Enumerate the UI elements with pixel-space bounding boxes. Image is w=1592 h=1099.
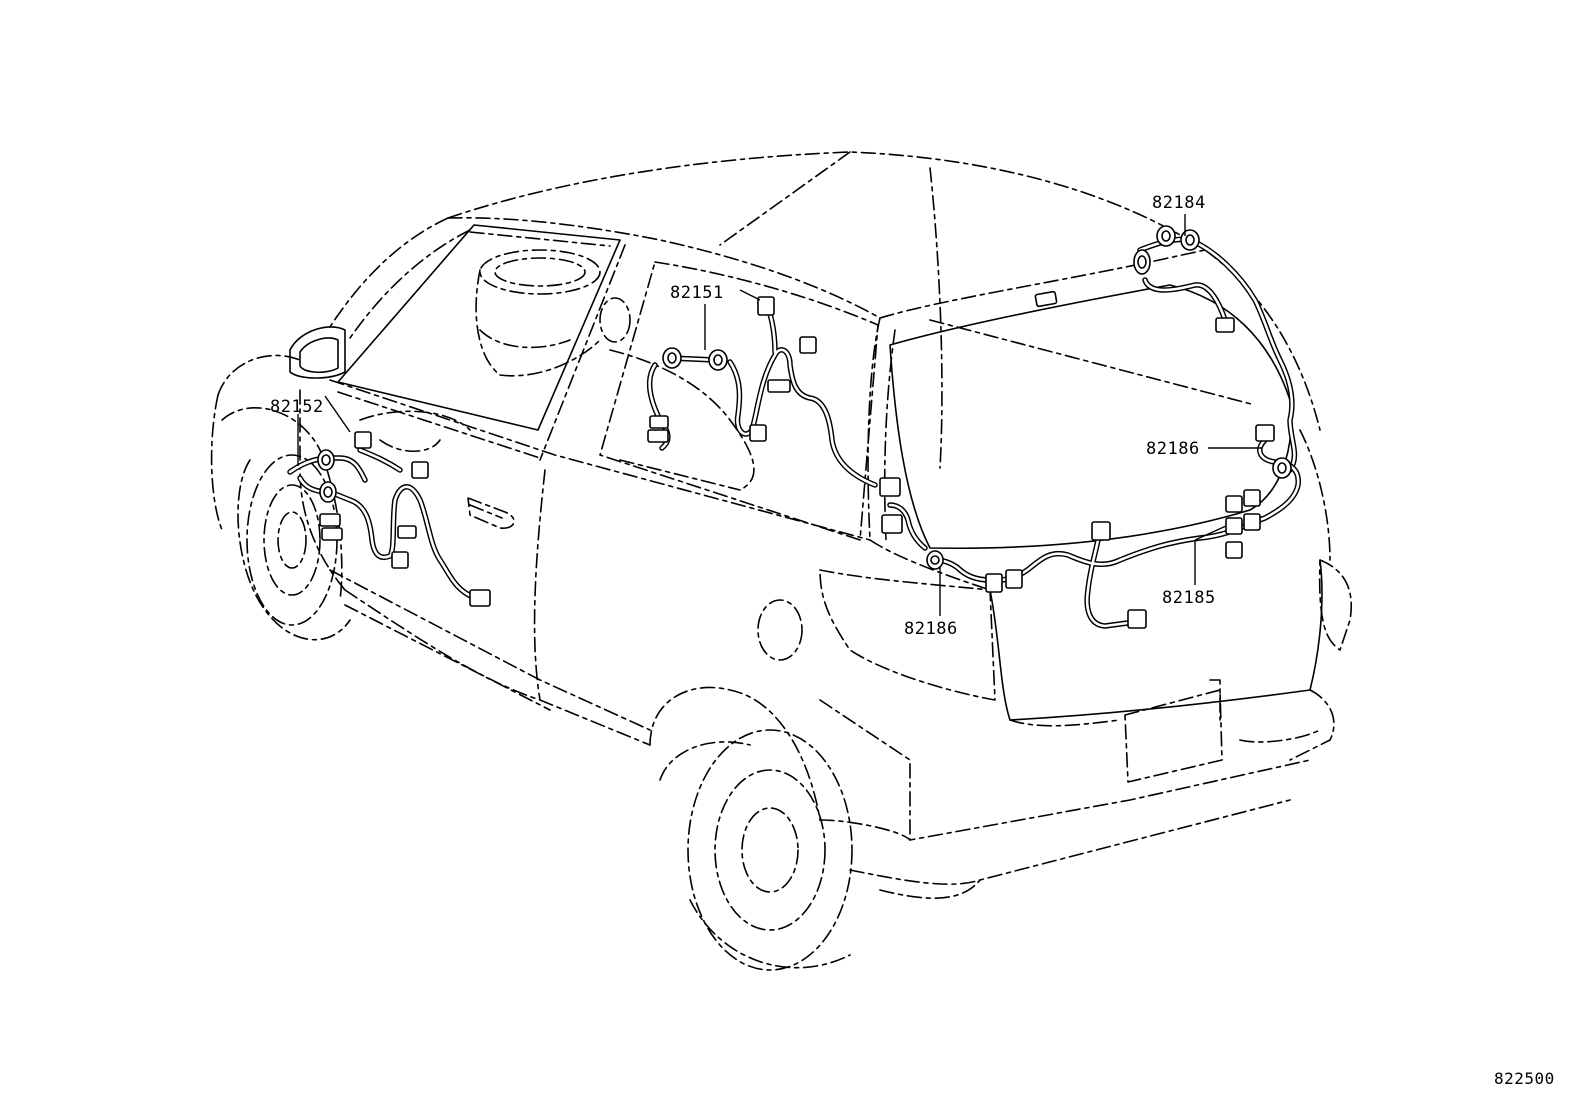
part-label-82186-right: 82186	[1146, 439, 1200, 459]
part-label-82152: 82152	[270, 397, 324, 417]
connectors	[319, 290, 1275, 629]
connector-block	[647, 429, 669, 443]
leader-lines	[297, 214, 1262, 616]
grommet	[1156, 225, 1176, 247]
grommet	[1272, 457, 1292, 479]
connector-block	[319, 513, 341, 527]
connector-block	[757, 296, 775, 316]
grommet	[1133, 249, 1151, 275]
part-label-82184: 82184	[1152, 193, 1206, 213]
connector-block	[1225, 495, 1243, 513]
part-label-82186-center: 82186	[904, 619, 958, 639]
connector-block	[649, 415, 669, 429]
connector-block	[1127, 609, 1147, 629]
connector-block	[469, 589, 491, 607]
harness-82152	[287, 447, 478, 601]
connector-block	[321, 527, 343, 541]
connector-block	[1243, 513, 1261, 531]
connector-block	[354, 431, 372, 449]
grommet	[317, 449, 335, 471]
connector-block	[391, 551, 409, 569]
connector-block	[767, 379, 791, 393]
car-body-outline	[210, 151, 1352, 971]
connector-block	[879, 477, 901, 497]
connector-block	[397, 525, 417, 539]
connector-block	[985, 573, 1003, 593]
connector-block	[749, 424, 767, 442]
grommet	[319, 481, 337, 503]
grommets	[317, 225, 1292, 570]
part-labels: 82184 82151 82152 82186 82186 82185	[270, 193, 1216, 639]
grommet	[1180, 229, 1200, 251]
part-label-82185: 82185	[1162, 588, 1216, 608]
connector-block	[1215, 317, 1235, 333]
connector-block	[1034, 290, 1058, 308]
connector-block	[1255, 424, 1275, 442]
grommet	[708, 349, 728, 371]
connector-block	[1005, 569, 1023, 589]
grommet	[662, 347, 682, 369]
connector-block	[1091, 521, 1111, 541]
connector-block	[411, 461, 429, 479]
harness-82151	[646, 297, 878, 488]
connector-block	[1225, 541, 1243, 559]
part-label-82151: 82151	[670, 283, 724, 303]
connector-block	[1243, 489, 1261, 507]
reference-code: 822500	[1494, 1069, 1555, 1088]
connector-block	[799, 336, 817, 354]
connector-block	[881, 514, 903, 534]
grommet	[926, 550, 944, 570]
connector-block	[1225, 517, 1243, 535]
